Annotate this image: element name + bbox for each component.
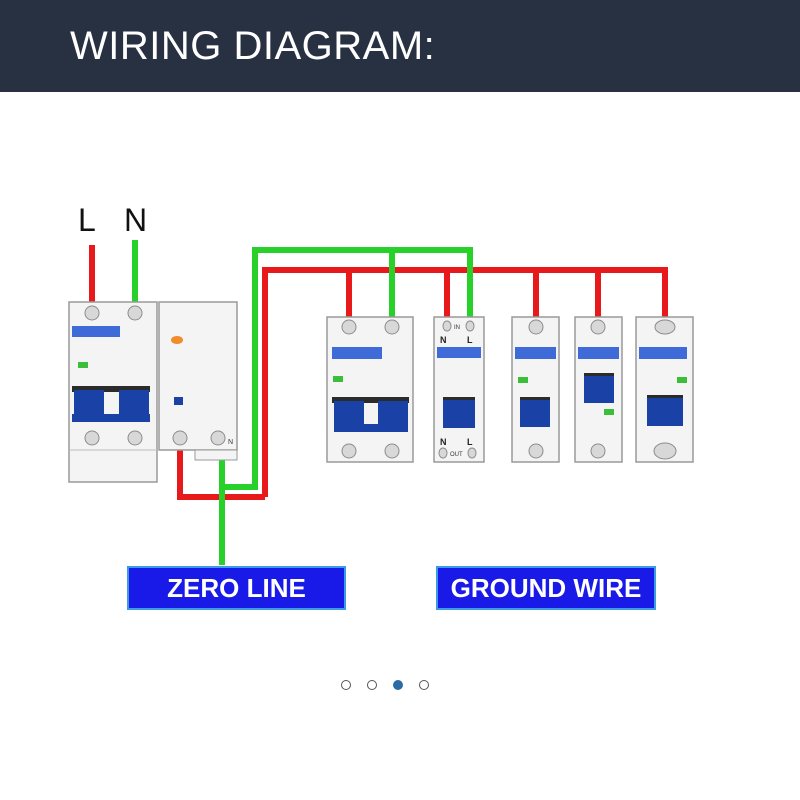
rcd-n-label: N xyxy=(228,439,233,446)
rcbo-in-l-label: L xyxy=(467,335,473,345)
rcbo-out-label: OUT xyxy=(450,452,463,458)
breaker-b-handle[interactable] xyxy=(584,376,614,403)
main-breaker-handle-right[interactable] xyxy=(119,390,149,418)
rcbo-in-label: IN xyxy=(454,325,460,331)
carousel-dot-2[interactable] xyxy=(367,680,377,690)
breaker-a-handle[interactable] xyxy=(520,400,550,427)
header-bar: WIRING DIAGRAM: xyxy=(0,0,800,92)
rcbo-module: IN N L N L OUT xyxy=(433,316,485,463)
carousel-dots xyxy=(341,677,451,693)
breaker-c-handle[interactable] xyxy=(647,398,683,426)
rcd-module: N xyxy=(158,301,238,461)
rcbo-out-n-label: N xyxy=(440,437,447,447)
rcbo-handle[interactable] xyxy=(443,400,475,428)
main-breaker-handle-left[interactable] xyxy=(74,390,104,418)
carousel-dot-4[interactable] xyxy=(419,680,429,690)
rcbo-in-n-label: N xyxy=(440,335,447,345)
page-title: WIRING DIAGRAM: xyxy=(70,24,436,68)
branch-breaker-1p-b xyxy=(574,316,623,463)
branch-breaker-2p xyxy=(326,316,414,463)
zero-line-label: ZERO LINE xyxy=(127,566,346,610)
rcbo-out-l-label: L xyxy=(467,437,473,447)
carousel-dot-1[interactable] xyxy=(341,680,351,690)
terminal-n-label: N xyxy=(124,202,147,238)
main-breaker-terminal-l xyxy=(84,305,100,321)
branch-breaker-1p-a xyxy=(511,316,560,463)
carousel-dot-3[interactable] xyxy=(393,680,403,690)
main-breaker-terminal-n xyxy=(127,305,143,321)
ground-wire-label: GROUND WIRE xyxy=(436,566,656,610)
terminal-l-label: L xyxy=(78,202,96,238)
main-breaker xyxy=(68,301,158,483)
neutral-wires xyxy=(132,240,473,565)
live-wires xyxy=(89,245,668,500)
rcd-test-button[interactable] xyxy=(171,336,183,344)
branch-breaker-1p-c xyxy=(635,316,694,463)
